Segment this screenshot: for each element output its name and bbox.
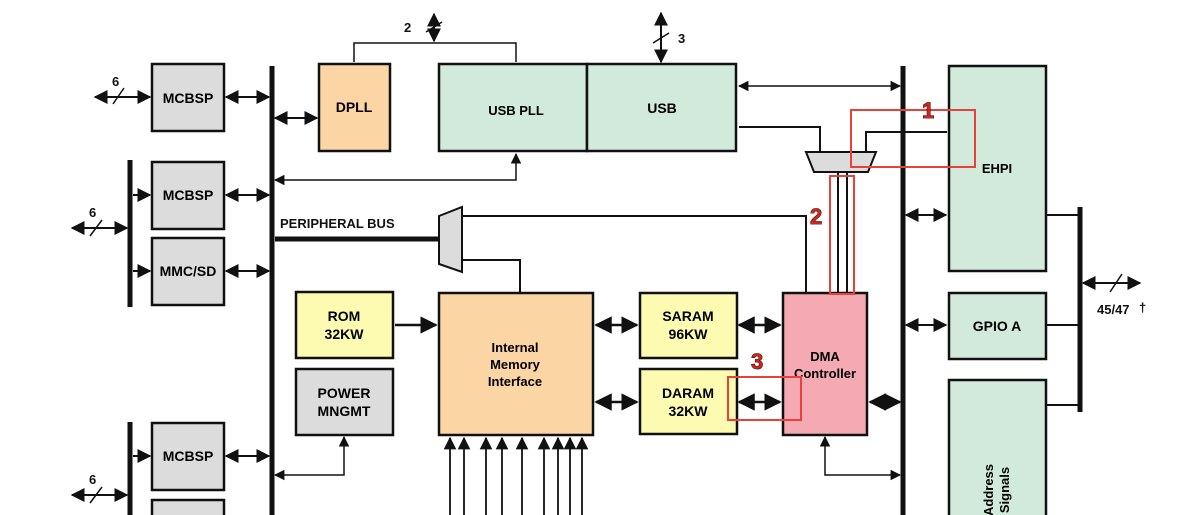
gpio-a-block: GPIO A xyxy=(947,291,1048,361)
mcbsp-1-rect xyxy=(150,62,226,133)
rom-block: ROM 32KW xyxy=(294,290,395,360)
far-bus-slash xyxy=(1109,273,1123,293)
bus-width-6-c: 6 xyxy=(89,472,96,487)
periph-mux-to-memory xyxy=(462,259,521,293)
bus-width-6-b: 6 xyxy=(89,205,96,220)
internal-memory-interface-block: Internal Memory Interface xyxy=(437,291,595,437)
highlight-box-1 xyxy=(850,109,976,168)
highlight-box-3 xyxy=(727,376,802,421)
ehpi-to-mux xyxy=(865,131,947,152)
usb-pll-block: USB PLL xyxy=(437,62,589,153)
mcbsp-1-label: MCBSP xyxy=(163,90,214,106)
daram-rect xyxy=(638,367,739,436)
sub-bus-1-slash xyxy=(89,219,103,237)
annotation-number-1: 1 xyxy=(922,98,934,123)
memory-input-arrows xyxy=(443,436,589,515)
annotation-number-2: 2 xyxy=(810,204,822,229)
saram-line-2: 96KW xyxy=(669,326,709,342)
usb-block: USB xyxy=(585,62,738,153)
mcbsp-2-label: MCBSP xyxy=(163,187,214,203)
dma-rect xyxy=(781,291,869,437)
internal-memory-line-1: Internal xyxy=(492,340,539,355)
highlight-box-2 xyxy=(829,175,855,295)
clock-bracket xyxy=(353,42,517,62)
rom-rect xyxy=(294,290,395,360)
usb-3-slash xyxy=(652,32,670,44)
usb-pll-label: USB PLL xyxy=(488,103,544,118)
power-line-1: POWER xyxy=(318,385,371,401)
power-line-2: MNGMT xyxy=(318,403,371,419)
bus-to-usb-pll xyxy=(273,152,522,186)
usb-to-mux xyxy=(739,126,821,152)
internal-memory-line-3: Interface xyxy=(488,374,542,389)
peripheral-bus-label: PERIPHERAL BUS xyxy=(280,216,395,231)
dpll-label: DPLL xyxy=(336,99,373,115)
address-signals-line-1: Address xyxy=(981,464,996,515)
rom-line-1: ROM xyxy=(328,308,361,324)
dma-line-2: Controller xyxy=(794,366,856,381)
dagger-mark: † xyxy=(1139,300,1146,315)
ehpi-dma-mux xyxy=(804,151,878,173)
sub-bus-2-slash xyxy=(89,486,103,504)
saram-rect xyxy=(638,291,739,360)
daram-line-1: DARAM xyxy=(662,385,714,401)
mcbsp-3-rect xyxy=(150,421,226,492)
bus-width-3: 3 xyxy=(678,31,685,46)
dma-controller-block: DMA Controller xyxy=(781,291,869,437)
mcbsp-block-2: MCBSP xyxy=(150,160,226,231)
bus-width-2: 2 xyxy=(404,20,411,35)
address-signals-rect xyxy=(947,378,1048,515)
usb-rect xyxy=(585,62,738,153)
usb-label: USB xyxy=(647,100,677,116)
ehpi-block: EHPI xyxy=(947,64,1048,273)
ehpi-label: EHPI xyxy=(982,161,1012,176)
saram-block: SARAM 96KW xyxy=(638,291,739,360)
mcbsp-block-1: MCBSP xyxy=(150,62,226,133)
internal-memory-line-2: Memory xyxy=(490,357,541,372)
clock-2-slash xyxy=(425,21,443,33)
mmc-sd-rect xyxy=(150,236,226,307)
gpio-a-label: GPIO A xyxy=(973,318,1022,334)
mmc-sd-block: MMC/SD xyxy=(150,236,226,307)
dma-line-1: DMA xyxy=(810,349,840,364)
power-mngmt-block: POWER MNGMT xyxy=(294,367,395,437)
rom-line-2: 32KW xyxy=(325,326,365,342)
daram-block: DARAM 32KW xyxy=(638,367,739,436)
dpll-rect xyxy=(317,62,392,153)
ehpi-rect xyxy=(947,64,1048,273)
daram-line-2: 32KW xyxy=(669,403,709,419)
periph-mux-to-dma xyxy=(462,215,807,293)
address-signals-line-2: Signals xyxy=(997,467,1012,513)
mcbsp-block-3: MCBSP xyxy=(150,421,226,492)
dpll-block: DPLL xyxy=(317,62,392,153)
bus-width-6-a: 6 xyxy=(112,74,119,89)
mcbsp1-slash xyxy=(112,87,125,105)
gpio-a-rect xyxy=(947,291,1048,361)
address-signals-block: Address Signals xyxy=(947,378,1048,515)
bus-width-45-47: 45/47 xyxy=(1097,302,1130,317)
power-rect xyxy=(294,367,395,437)
mcbsp-4-rect-partial xyxy=(150,498,226,515)
mmc-sd-label: MMC/SD xyxy=(160,263,217,279)
saram-line-1: SARAM xyxy=(662,308,713,324)
internal-memory-rect xyxy=(437,291,595,437)
peripheral-bus-mux xyxy=(438,205,463,274)
annotation-number-3: 3 xyxy=(751,349,763,374)
bus-to-power xyxy=(273,435,350,481)
dma-to-bottom-bus xyxy=(819,435,902,481)
mcbsp-2-rect xyxy=(150,160,226,231)
mcbsp-3-label: MCBSP xyxy=(163,448,214,464)
